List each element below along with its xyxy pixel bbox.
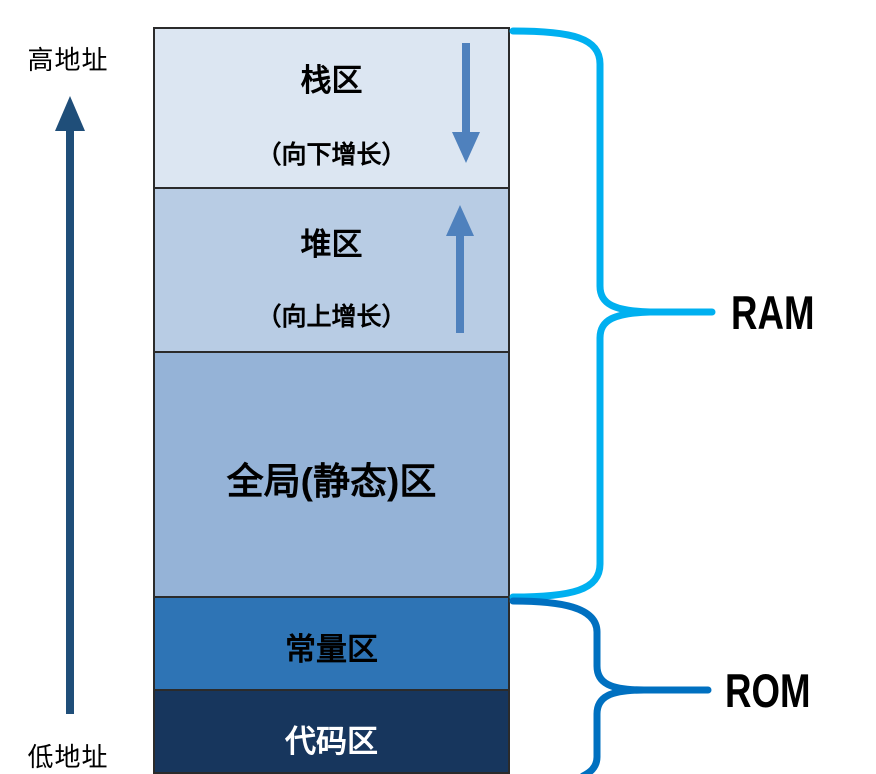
address-axis-up-arrow bbox=[55, 96, 85, 714]
high-address-label: 高地址 bbox=[27, 45, 109, 75]
region-global-static: 全局(静态)区 bbox=[153, 351, 510, 598]
region-heap: 堆区 （向上增长） bbox=[153, 187, 510, 353]
ram-brace bbox=[509, 27, 716, 601]
region-global-static-label: 全局(静态)区 bbox=[226, 461, 437, 502]
rom-brace bbox=[509, 597, 712, 774]
ram-group-label: RAM bbox=[731, 286, 815, 339]
region-constant-label: 常量区 bbox=[285, 632, 378, 667]
region-code: 代码区 bbox=[153, 689, 510, 774]
region-code-label: 代码区 bbox=[285, 724, 378, 759]
region-heap-growth-note: （向上增长） bbox=[256, 303, 407, 331]
region-stack: 栈区 （向下增长） bbox=[153, 27, 510, 189]
region-constant: 常量区 bbox=[153, 596, 510, 691]
rom-group-label: ROM bbox=[725, 664, 811, 717]
region-stack-label: 栈区 bbox=[300, 63, 363, 98]
low-address-label: 低地址 bbox=[27, 742, 109, 772]
region-stack-growth-note: （向下增长） bbox=[256, 141, 407, 169]
region-heap-label: 堆区 bbox=[300, 227, 363, 262]
